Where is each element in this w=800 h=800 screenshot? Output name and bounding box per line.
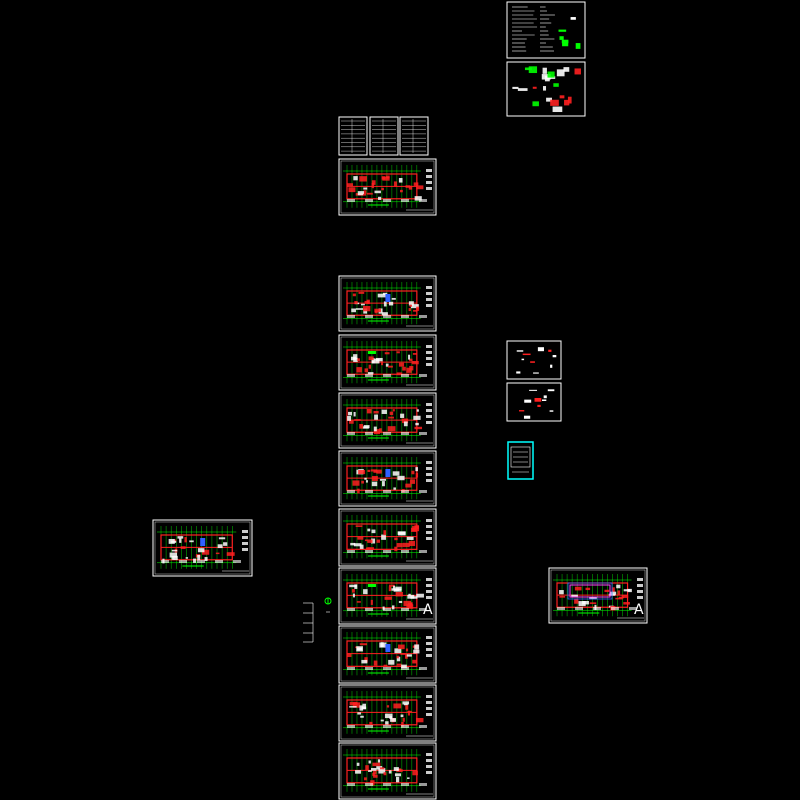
- sheet-letter-a-center: A: [423, 602, 433, 618]
- notes-text-lines: [512, 6, 581, 52]
- plan-sheet-column: [338, 158, 437, 800]
- table-rows: [341, 119, 426, 153]
- plan-sheet-8[interactable]: [338, 625, 437, 684]
- sheet-tables[interactable]: [338, 116, 429, 156]
- sheet-general-notes-1[interactable]: [506, 1, 586, 59]
- sheet-detail-a[interactable]: [506, 340, 562, 380]
- notes-detail-marks: [512, 66, 581, 113]
- plan-sheet-6[interactable]: [338, 508, 437, 567]
- plan-sheet-2[interactable]: [338, 275, 437, 332]
- elevation-legend: [303, 602, 314, 643]
- north-arrow-icon: [324, 597, 332, 613]
- plan-sheet-7[interactable]: [338, 567, 437, 625]
- sheet-right-plan[interactable]: [548, 567, 648, 624]
- detail-b-marks: [519, 389, 555, 419]
- sheet-detail-b[interactable]: [506, 382, 562, 422]
- plan-sheet-3[interactable]: [338, 334, 437, 391]
- plan-sheet-10[interactable]: [338, 742, 437, 800]
- sheet-general-notes-2[interactable]: [506, 61, 586, 117]
- plan-sheet-4[interactable]: [338, 392, 437, 449]
- detail-a-marks: [516, 347, 557, 374]
- sheet-left-plan[interactable]: [152, 519, 253, 577]
- left-plan-drawing[interactable]: [152, 519, 253, 577]
- sheet-letter-a-right: A: [634, 602, 644, 618]
- plan-sheet-5[interactable]: [338, 450, 437, 507]
- plan-sheet-9[interactable]: [338, 684, 437, 742]
- sheet-cyan-legend[interactable]: [507, 441, 534, 480]
- plan-sheet-1[interactable]: [338, 158, 437, 216]
- right-plan-drawing[interactable]: [548, 567, 648, 624]
